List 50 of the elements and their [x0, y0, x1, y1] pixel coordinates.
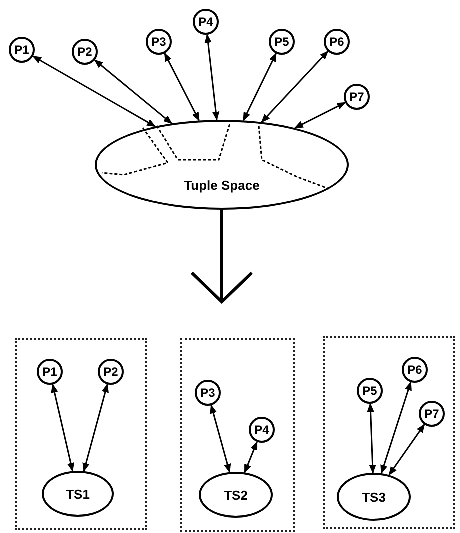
node-label: P2	[78, 46, 92, 58]
dotted-box	[180, 338, 295, 532]
process-circle	[419, 401, 445, 427]
node-label: P2	[104, 366, 118, 378]
node-label: P4	[198, 16, 214, 28]
node-label: P5	[362, 385, 378, 397]
process-circle	[72, 39, 98, 65]
dotted-box	[15, 338, 147, 530]
process-circle	[193, 9, 219, 35]
node-label: P1	[14, 44, 30, 56]
double-arrow	[242, 52, 277, 122]
double-arrow	[244, 441, 258, 474]
dotted-box	[323, 336, 455, 529]
node-label: Tuple Space	[184, 178, 260, 192]
double-arrow	[294, 102, 346, 129]
process-circle	[195, 380, 221, 406]
node-label: TS3	[362, 490, 386, 504]
double-arrow	[380, 382, 412, 474]
process-circle	[249, 417, 275, 443]
hollow-arrow	[190, 210, 254, 304]
double-arrow	[32, 56, 156, 128]
node-label: P6	[408, 364, 422, 376]
process-circle	[344, 84, 370, 110]
double-arrow	[367, 403, 376, 474]
double-arrow	[164, 52, 200, 122]
node-label: P1	[42, 366, 58, 378]
node-label: P4	[254, 424, 270, 436]
process-circle	[357, 378, 383, 404]
double-arrow	[388, 424, 426, 476]
double-arrow	[94, 60, 173, 124]
process-circle	[98, 359, 124, 385]
double-arrow	[210, 404, 232, 474]
node-label: P5	[274, 36, 290, 48]
process-circle	[9, 37, 35, 63]
process-circle	[269, 29, 295, 55]
node-label: P7	[350, 91, 364, 103]
node-label: P7	[424, 408, 440, 420]
process-circle	[146, 29, 172, 55]
node-label: TS2	[224, 488, 248, 502]
double-arrow	[261, 50, 329, 123]
node-label: P6	[330, 36, 344, 48]
node-label: P3	[152, 36, 166, 48]
double-arrow	[204, 34, 220, 121]
process-circle	[402, 357, 428, 383]
double-arrow	[82, 384, 109, 472]
node-label: TS1	[66, 488, 90, 500]
process-circle	[324, 29, 350, 55]
double-arrow	[51, 384, 74, 472]
process-circle	[37, 359, 63, 385]
node-label: P3	[200, 387, 216, 399]
